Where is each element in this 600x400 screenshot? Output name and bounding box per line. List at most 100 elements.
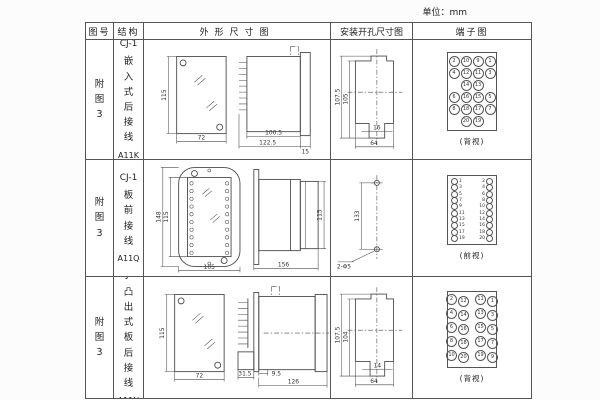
dim-mount-outer: 107.5	[335, 326, 341, 343]
row2-structure: CJ-1 板前接线 A11Q	[114, 160, 144, 277]
terminal-number: 13	[459, 217, 465, 223]
terminal-circle: 12	[460, 68, 472, 79]
terminal-circle: 17	[475, 336, 486, 347]
dim-front-width: 72	[197, 134, 205, 141]
terminal-number: 1	[459, 178, 462, 184]
row1-mounting-drawing: 107.5 105 16 64	[331, 40, 413, 160]
terminal-number: 18	[479, 229, 485, 235]
dim-side-flange: 15	[301, 148, 309, 155]
terminal-circle: 1	[487, 296, 498, 307]
terminal-circle: 19	[472, 116, 484, 127]
model-text: CJ-1	[119, 40, 138, 50]
terminal-circle: 7	[487, 338, 498, 349]
terminal-number: 6	[482, 191, 485, 197]
dim-side-height: 115	[316, 209, 323, 221]
structure-desc: 嵌入式后接线	[123, 56, 134, 144]
row2-fig-no: 附图3	[86, 160, 114, 277]
terminal-circle: 9	[487, 352, 498, 363]
terminal-circle: 17	[472, 104, 484, 115]
terminal-circle: 13	[475, 308, 486, 319]
terminal-circle: 4	[448, 68, 460, 79]
row1-outline-drawing: 115 72 100.5 122.5 15	[144, 40, 331, 160]
model-code: A11K	[118, 150, 139, 160]
terminal-number: 19	[459, 236, 465, 242]
fig-no-text: 附图3	[94, 316, 105, 359]
dim-mount-outer: 107.5	[335, 88, 341, 105]
terminal-circle: 10	[460, 56, 472, 67]
terminal-view-label: (前视)	[459, 251, 485, 261]
terminal-circle: 7	[484, 104, 496, 115]
fig-no-text: 附图3	[94, 78, 105, 121]
terminal-number: 20	[479, 236, 485, 242]
terminal-number: 10	[479, 204, 485, 210]
terminal-circle	[486, 235, 493, 243]
terminal-circle: 20	[458, 352, 469, 363]
dim-mount-slot: 16	[373, 125, 381, 131]
row3-outline-drawing: 115 72 31.5 9.5 126	[144, 277, 331, 398]
terminal-view-label: (背视)	[459, 137, 485, 146]
structure-desc: 凸出式板后接线	[123, 286, 134, 389]
outline-drawing-a11k: 115 72 100.5 122.5 15	[160, 45, 311, 155]
dim-side-pins: 31.5	[238, 370, 251, 377]
terminal-number: 8	[482, 197, 485, 203]
terminal-circle: 2	[446, 294, 457, 305]
terminal-number: 11	[459, 210, 465, 216]
terminal-circle: 18	[460, 104, 472, 115]
terminal-number: 17	[459, 229, 465, 235]
dim-mount-inner: 105	[343, 93, 349, 104]
terminal-circle: 5	[484, 92, 496, 103]
dim-front-inner-height: 115	[163, 211, 170, 223]
dim-mount-width: 64	[370, 140, 378, 146]
terminal-circle: 1	[484, 56, 496, 67]
terminal-circle: 5	[487, 324, 498, 335]
terminal-circle: 14	[458, 310, 469, 321]
terminal-circle: 2	[448, 56, 460, 67]
structure-desc: 板前接线	[123, 190, 134, 247]
dim-side-length: 126	[287, 378, 299, 385]
dim-front-height: 115	[160, 89, 167, 101]
dim-side-body: 100.5	[265, 129, 282, 136]
terminal-number: 4	[482, 185, 485, 191]
mounting-drawing-a11h: 107.5 104 14 64	[335, 286, 402, 387]
dim-side-length: 156	[277, 261, 289, 268]
terminal-circle: 4	[446, 308, 457, 319]
mounting-drawing-a11k: 107.5 105 16 64	[335, 48, 402, 149]
dim-mount-slot: 14	[373, 363, 381, 369]
terminal-circle: 16	[460, 92, 472, 103]
dim-front-height: 115	[158, 327, 165, 339]
terminal-circle: 12	[458, 296, 469, 307]
row3-mounting-drawing: 107.5 104 14 64	[331, 277, 413, 398]
terminal-circle: 3	[487, 310, 498, 321]
terminal-circle: 18	[458, 338, 469, 349]
terminal-number: 3	[459, 185, 462, 191]
terminal-circle: 11	[475, 294, 486, 305]
terminal-circle: 8	[448, 104, 460, 115]
dim-side-total: 122.5	[259, 139, 276, 146]
dim-mount-inner: 104	[343, 331, 349, 342]
terminal-circle: 16	[458, 324, 469, 335]
header-fig-no: 图号	[86, 23, 114, 40]
header-outline: 外形尺寸图	[144, 23, 331, 40]
dim-front-width: 105	[203, 264, 215, 271]
terminal-circle: 10	[446, 350, 457, 361]
terminal-circle: 9	[472, 56, 484, 67]
dim-mount-width: 64	[370, 378, 378, 384]
terminal-number: 7	[459, 197, 462, 203]
terminal-number: 16	[479, 223, 485, 229]
